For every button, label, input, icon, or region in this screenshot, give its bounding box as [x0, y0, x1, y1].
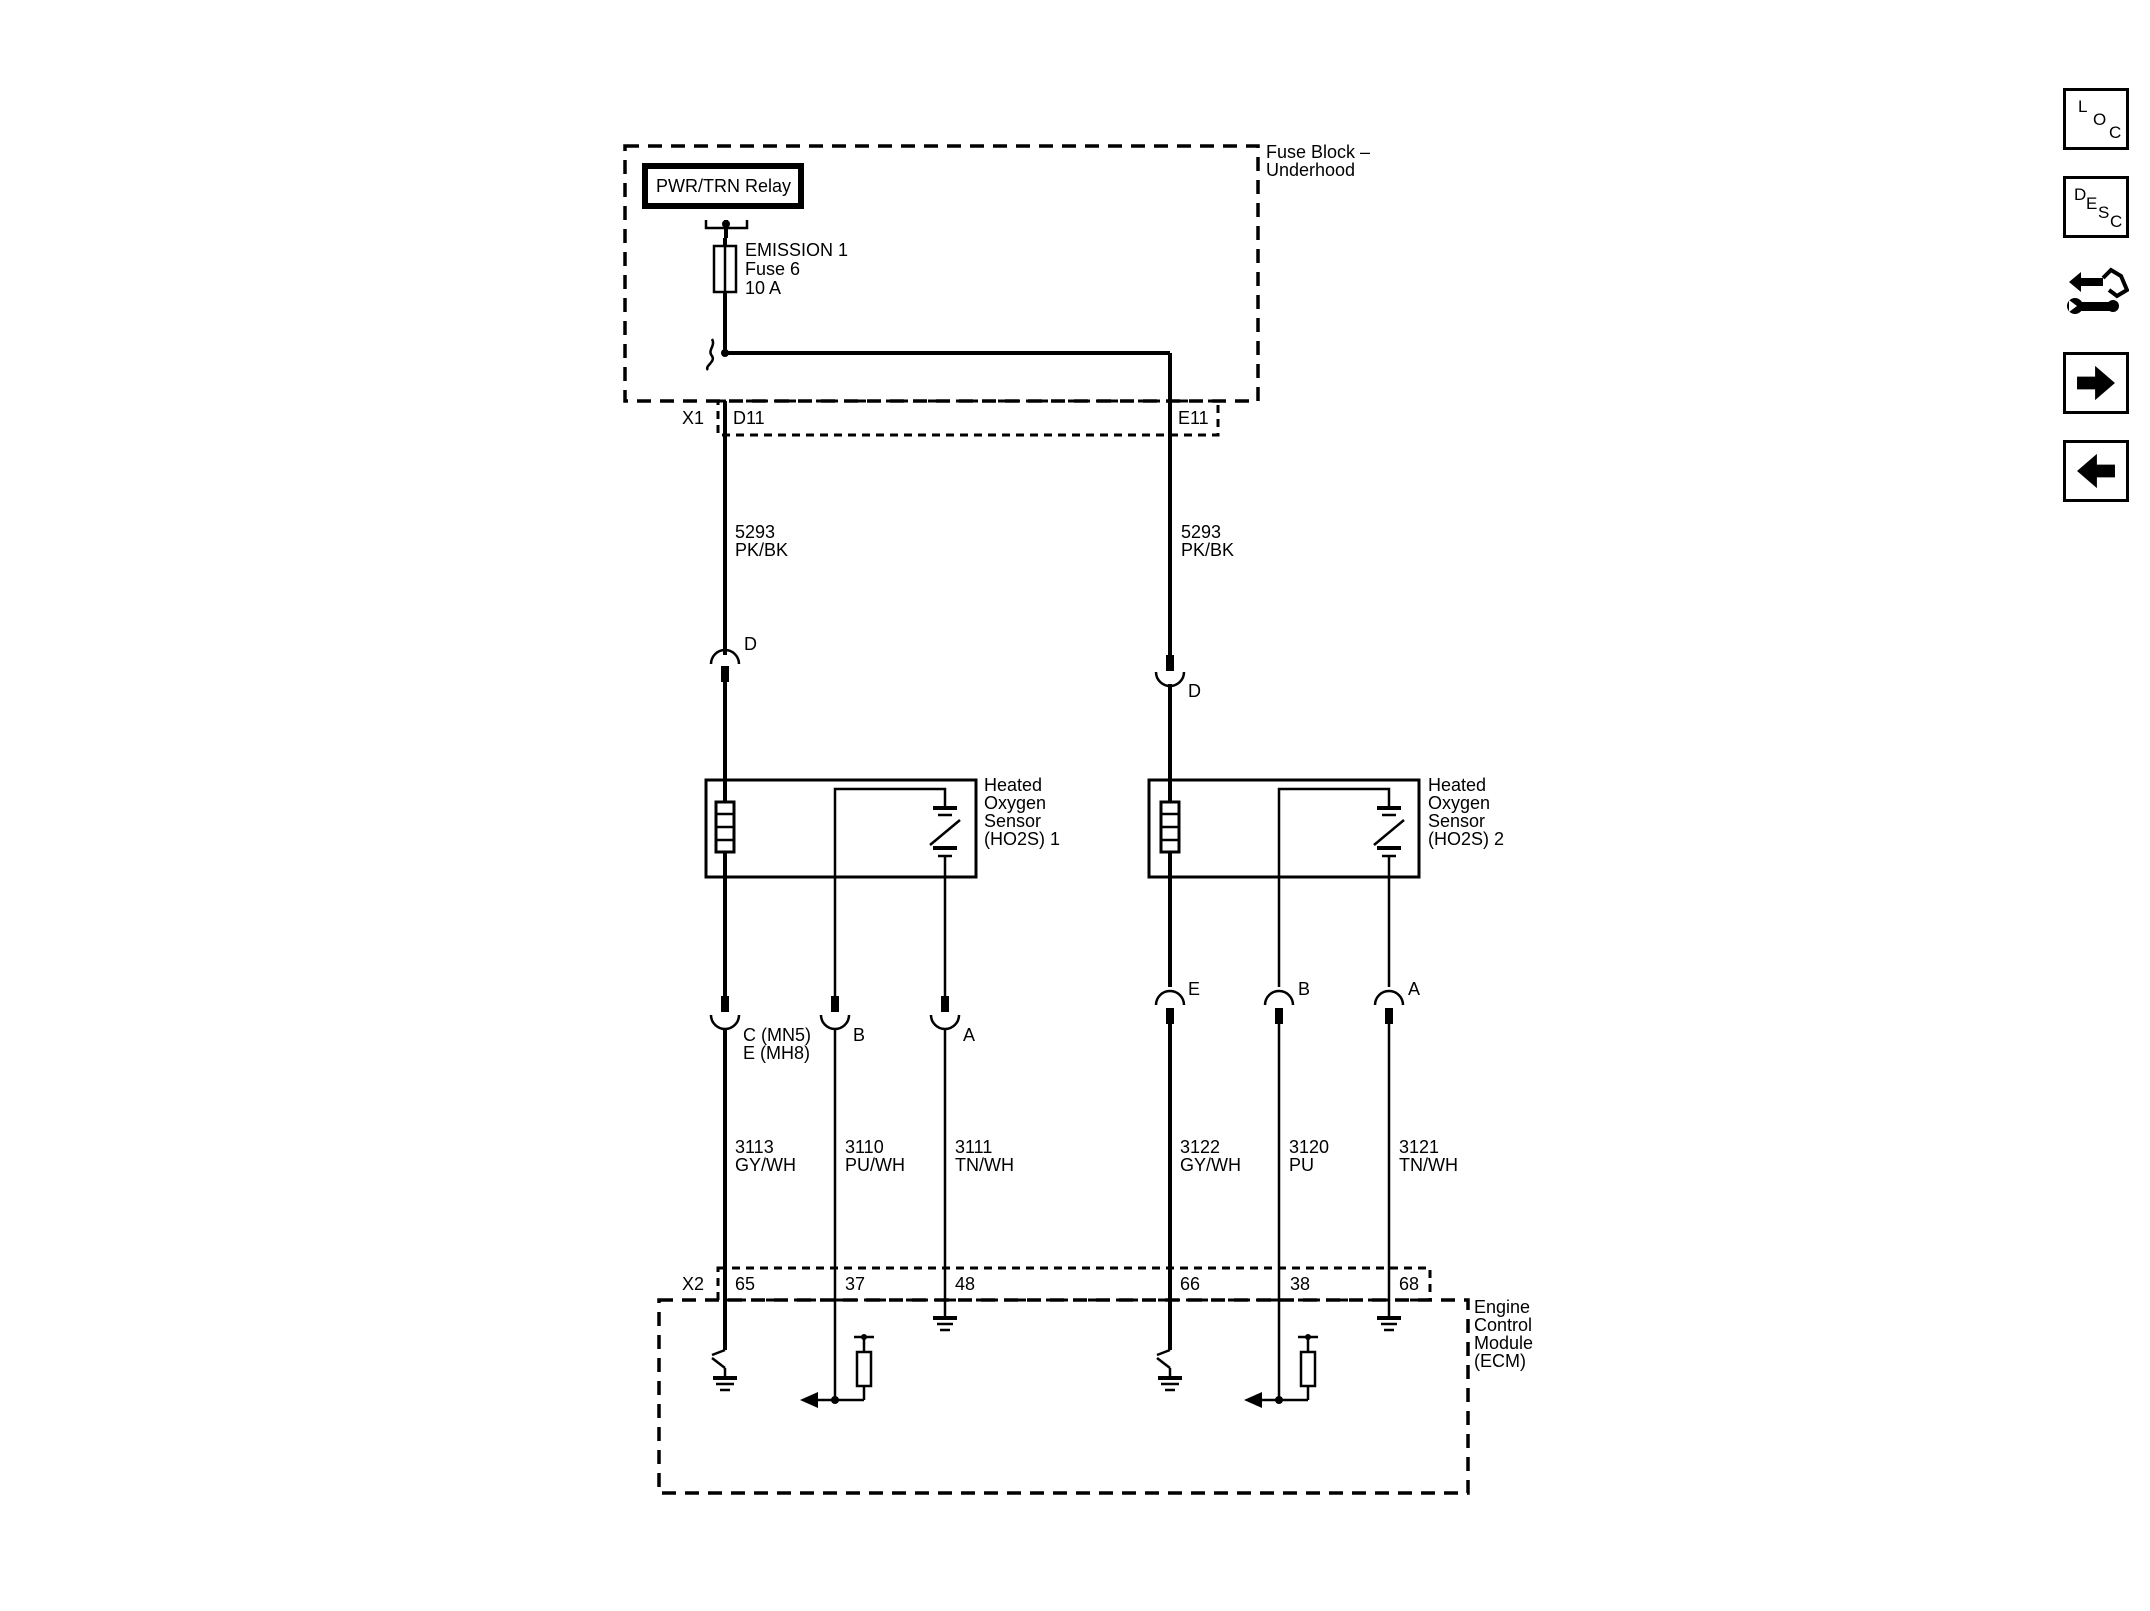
loc-letter-l: L [2078, 97, 2088, 116]
sensor2-connector-d: D [1154, 655, 1201, 780]
connector-wrench-icon[interactable] [2063, 262, 2130, 332]
sensor2-pin-low: A [1408, 979, 1420, 999]
relay-label: PWR/TRN Relay [656, 176, 791, 196]
sensor2-name-4: (HO2S) 2 [1428, 829, 1504, 849]
sensor1-name-3: Sensor [984, 811, 1041, 831]
wire-3113-circuit: 3113 [735, 1137, 774, 1157]
ecm-name-4: (ECM) [1474, 1351, 1526, 1371]
ecm-module: Engine Control Module (ECM) [657, 1297, 1533, 1495]
wire-3122-color: GY/WH [1180, 1155, 1241, 1175]
wire-3113-color: GY/WH [735, 1155, 796, 1175]
sensor1-pin-low: A [963, 1025, 975, 1045]
feed-wire-1-circuit: 5293 [735, 522, 775, 542]
fuse-name: EMISSION 1 [745, 240, 848, 260]
oxygen-sensor-1: Heated Oxygen Sensor (HO2S) 1 [704, 775, 1060, 879]
x2-pin-48: 48 [955, 1274, 975, 1294]
desc-letter-c: C [2110, 212, 2123, 231]
sensor1-name-2: Oxygen [984, 793, 1046, 813]
sensor1-pin-d: D [744, 634, 757, 654]
next-page-button[interactable] [2063, 352, 2129, 414]
connector-wrench-svg [2067, 267, 2130, 314]
ecm-name-1: Engine [1474, 1297, 1530, 1317]
arrow-right-icon [2077, 365, 2115, 401]
wire-3120-color: PU [1289, 1155, 1314, 1175]
sensor1-name-4: (HO2S) 1 [984, 829, 1060, 849]
sensor2-name-2: Oxygen [1428, 793, 1490, 813]
ecm-name-2: Control [1474, 1315, 1532, 1335]
wire-3121-circuit: 3121 [1399, 1137, 1439, 1157]
fuse-block-subtitle: Underhood [1266, 160, 1355, 180]
feed-wires: 5293 PK/BK 5293 PK/BK [723, 401, 1234, 655]
desc-letter-d: D [2074, 185, 2087, 204]
loc-letter-o: O [2093, 110, 2107, 129]
feed-wire-2-circuit: 5293 [1181, 522, 1221, 542]
location-button[interactable]: L O C [2063, 88, 2129, 150]
x1-pin-e11: E11 [1178, 408, 1209, 428]
x1-label: X1 [682, 408, 704, 428]
fuse-block: Fuse Block – Underhood PWR/TRN Relay EMI… [623, 142, 1370, 403]
feed-wire-1-color: PK/BK [735, 540, 788, 560]
wire-3110-color: PU/WH [845, 1155, 905, 1175]
relay-box [642, 163, 804, 209]
sensor2-name-1: Heated [1428, 775, 1486, 795]
x2-pin-66: 66 [1180, 1274, 1200, 1294]
wire-3121-color: TN/WH [1399, 1155, 1458, 1175]
x2-pin-37: 37 [845, 1274, 865, 1294]
wire-3122-circuit: 3122 [1180, 1137, 1220, 1157]
previous-page-button[interactable] [2063, 440, 2129, 502]
x2-pin-38: 38 [1290, 1274, 1310, 1294]
sensor1-connector-d: D [709, 634, 757, 780]
fuse-number: Fuse 6 [745, 259, 800, 279]
fuse-block-outline [623, 144, 1260, 403]
description-button[interactable]: D E S C [2063, 176, 2129, 238]
x2-connector: X2 65 37 48 66 38 68 [682, 1266, 1432, 1302]
x2-label: X2 [682, 1274, 704, 1294]
wire-3120-circuit: 3120 [1289, 1137, 1329, 1157]
wire-3110-circuit: 3110 [845, 1137, 884, 1157]
sensor1-pin-heater-2: E (MH8) [743, 1043, 810, 1063]
signal-wire-labels: 3113 GY/WH 3110 PU/WH 3111 TN/WH 3122 GY… [735, 1137, 1458, 1175]
x1-pin-d11: D11 [733, 408, 765, 428]
sensor1-harness: C (MN5) E (MH8) B A [709, 877, 975, 1400]
sensor2-pin-signal: B [1298, 979, 1310, 999]
ecm-name-3: Module [1474, 1333, 1533, 1353]
x2-pin-65: 65 [735, 1274, 755, 1294]
fuse-rating: 10 A [745, 278, 781, 298]
x2-pin-68: 68 [1399, 1274, 1419, 1294]
wire-3111-circuit: 3111 [955, 1137, 992, 1157]
ecm-outline [657, 1298, 1470, 1495]
sensor2-name-3: Sensor [1428, 811, 1485, 831]
sensor2-pin-d: D [1188, 681, 1201, 701]
desc-letter-s: S [2098, 203, 2110, 222]
sensor2-pin-heater: E [1188, 979, 1200, 999]
feed-wire-2-color: PK/BK [1181, 540, 1234, 560]
sensor1-pin-signal: B [853, 1025, 865, 1045]
loc-letter-c: C [2109, 123, 2122, 142]
sensor2-harness: E B A [1154, 877, 1420, 1400]
fuse-block-title: Fuse Block – [1266, 142, 1370, 162]
x1-connector: X1 D11 E11 [682, 399, 1220, 437]
oxygen-sensor-2: Heated Oxygen Sensor (HO2S) 2 [1147, 775, 1504, 879]
wire-3111-color: TN/WH [955, 1155, 1014, 1175]
sensor1-name-1: Heated [984, 775, 1042, 795]
arrow-left-icon [2077, 453, 2115, 489]
sensor1-pin-heater-1: C (MN5) [743, 1025, 811, 1045]
desc-letter-e: E [2086, 194, 2098, 213]
